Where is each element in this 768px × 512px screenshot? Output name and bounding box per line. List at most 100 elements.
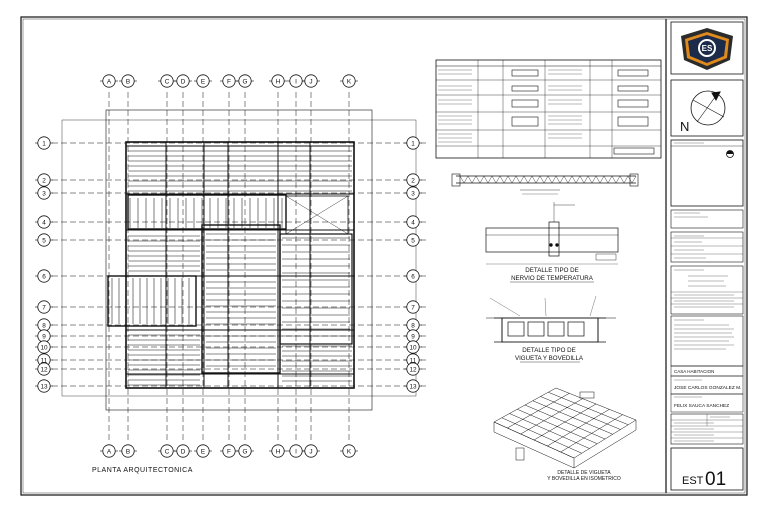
svg-text:5: 5 (42, 237, 46, 244)
slab-center (201, 224, 281, 374)
axis-bubble-right: 9 (404, 329, 422, 343)
svg-text:9: 9 (42, 333, 46, 340)
axis-bubble-left: 1 (35, 136, 53, 150)
sheet-border-inner (22, 18, 746, 494)
svg-text:G: G (243, 448, 248, 455)
svg-text:B: B (126, 448, 130, 455)
client-name: FELIX SAUCA SANCHEZ (674, 403, 729, 409)
axis-bubble-bottom: C (158, 444, 176, 458)
svg-text:F: F (227, 78, 231, 85)
axis-bubble-top: E (194, 74, 212, 88)
plan-title: PLANTA ARQUITECTONICA (92, 467, 193, 474)
axis-bubble-left: 7 (35, 300, 53, 314)
axis-bubble-bottom: K (340, 444, 358, 458)
axis-bubble-left: 9 (35, 329, 53, 343)
svg-text:E: E (201, 448, 205, 455)
svg-text:13: 13 (40, 383, 48, 390)
axis-bubble-left: 10 (35, 340, 53, 354)
axis-bubble-right: 2 (404, 173, 422, 187)
svg-text:3: 3 (411, 190, 415, 197)
axis-bubble-right: 13 (404, 379, 422, 393)
axis-bubble-bottom: A (100, 444, 118, 458)
svg-text:4: 4 (42, 219, 46, 226)
svg-text:8: 8 (411, 322, 415, 329)
axis-bubble-bottom: F (220, 444, 238, 458)
axis-bubble-right: 8 (404, 318, 422, 332)
axis-bubble-bottom: H (269, 444, 287, 458)
isometric-slab-detail (493, 387, 637, 469)
svg-text:9: 9 (411, 333, 415, 340)
svg-text:8: 8 (42, 322, 46, 329)
axis-bubble-top: D (174, 74, 192, 88)
axis-bubble-left: 8 (35, 318, 53, 332)
svg-text:5: 5 (411, 237, 415, 244)
axis-bubble-right: 12 (404, 362, 422, 376)
axis-bubble-bottom: J (302, 444, 320, 458)
axis-bubble-top: H (269, 74, 287, 88)
svg-text:6: 6 (42, 273, 46, 280)
svg-text:4: 4 (411, 219, 415, 226)
void-area (285, 195, 349, 235)
svg-text:G: G (243, 78, 248, 85)
slab-top-band (127, 194, 287, 230)
temperature-rib-detail (485, 202, 619, 265)
svg-text:K: K (347, 78, 352, 85)
plan-dimension-frame (61, 119, 417, 397)
svg-text:1: 1 (42, 140, 46, 147)
axis-bubble-top: K (340, 74, 358, 88)
axis-bubble-bottom: B (119, 444, 137, 458)
sheet-border (20, 16, 748, 496)
svg-text:6: 6 (411, 273, 415, 280)
axis-bubble-right: 3 (404, 186, 422, 200)
reinforcement-schedule-table (435, 59, 662, 159)
svg-text:D: D (181, 448, 186, 455)
svg-text:2: 2 (411, 177, 415, 184)
svg-text:C: C (165, 78, 170, 85)
svg-text:I: I (295, 78, 297, 85)
axis-bubble-bottom: D (174, 444, 192, 458)
axis-bubble-left: 2 (35, 173, 53, 187)
axis-bubble-right: 7 (404, 300, 422, 314)
joist-block-detail (486, 295, 616, 343)
slab-right-block (279, 233, 353, 345)
axis-bubble-bottom: G (236, 444, 254, 458)
truss-elevation-detail (451, 173, 639, 195)
svg-text:10: 10 (409, 344, 417, 351)
svg-text:11: 11 (410, 357, 417, 364)
sheet-prefix: EST (682, 475, 704, 487)
svg-text:A: A (107, 448, 112, 455)
svg-text:A: A (107, 78, 112, 85)
svg-text:10: 10 (40, 344, 48, 351)
axis-bubble-left: 5 (35, 233, 53, 247)
axis-bubble-right: 6 (404, 269, 422, 283)
axis-bubble-right: 10 (404, 340, 422, 354)
svg-text:D: D (181, 78, 186, 85)
floor-plan (52, 92, 426, 440)
void-cross-b (285, 195, 349, 235)
svg-text:H: H (276, 78, 281, 85)
company-logo: ES (681, 28, 733, 70)
logo-text: ES (702, 44, 713, 53)
axis-bubble-left: 3 (35, 186, 53, 200)
svg-text:2: 2 (42, 177, 46, 184)
svg-text:12: 12 (40, 366, 48, 373)
axis-bubble-top: G (236, 74, 254, 88)
svg-text:13: 13 (409, 383, 417, 390)
svg-text:7: 7 (42, 304, 46, 311)
axis-bubble-bottom: E (194, 444, 212, 458)
axis-bubble-right: 1 (404, 136, 422, 150)
axis-bubble-left: 12 (35, 362, 53, 376)
svg-text:1: 1 (411, 140, 415, 147)
svg-text:11: 11 (41, 357, 48, 364)
svg-text:C: C (165, 448, 170, 455)
axis-bubble-right: 4 (404, 215, 422, 229)
axis-bubble-top: J (302, 74, 320, 88)
axis-bubble-top: C (158, 74, 176, 88)
slab-perimeter (125, 141, 355, 389)
title-block (665, 19, 744, 493)
axis-bubble-top: A (100, 74, 118, 88)
